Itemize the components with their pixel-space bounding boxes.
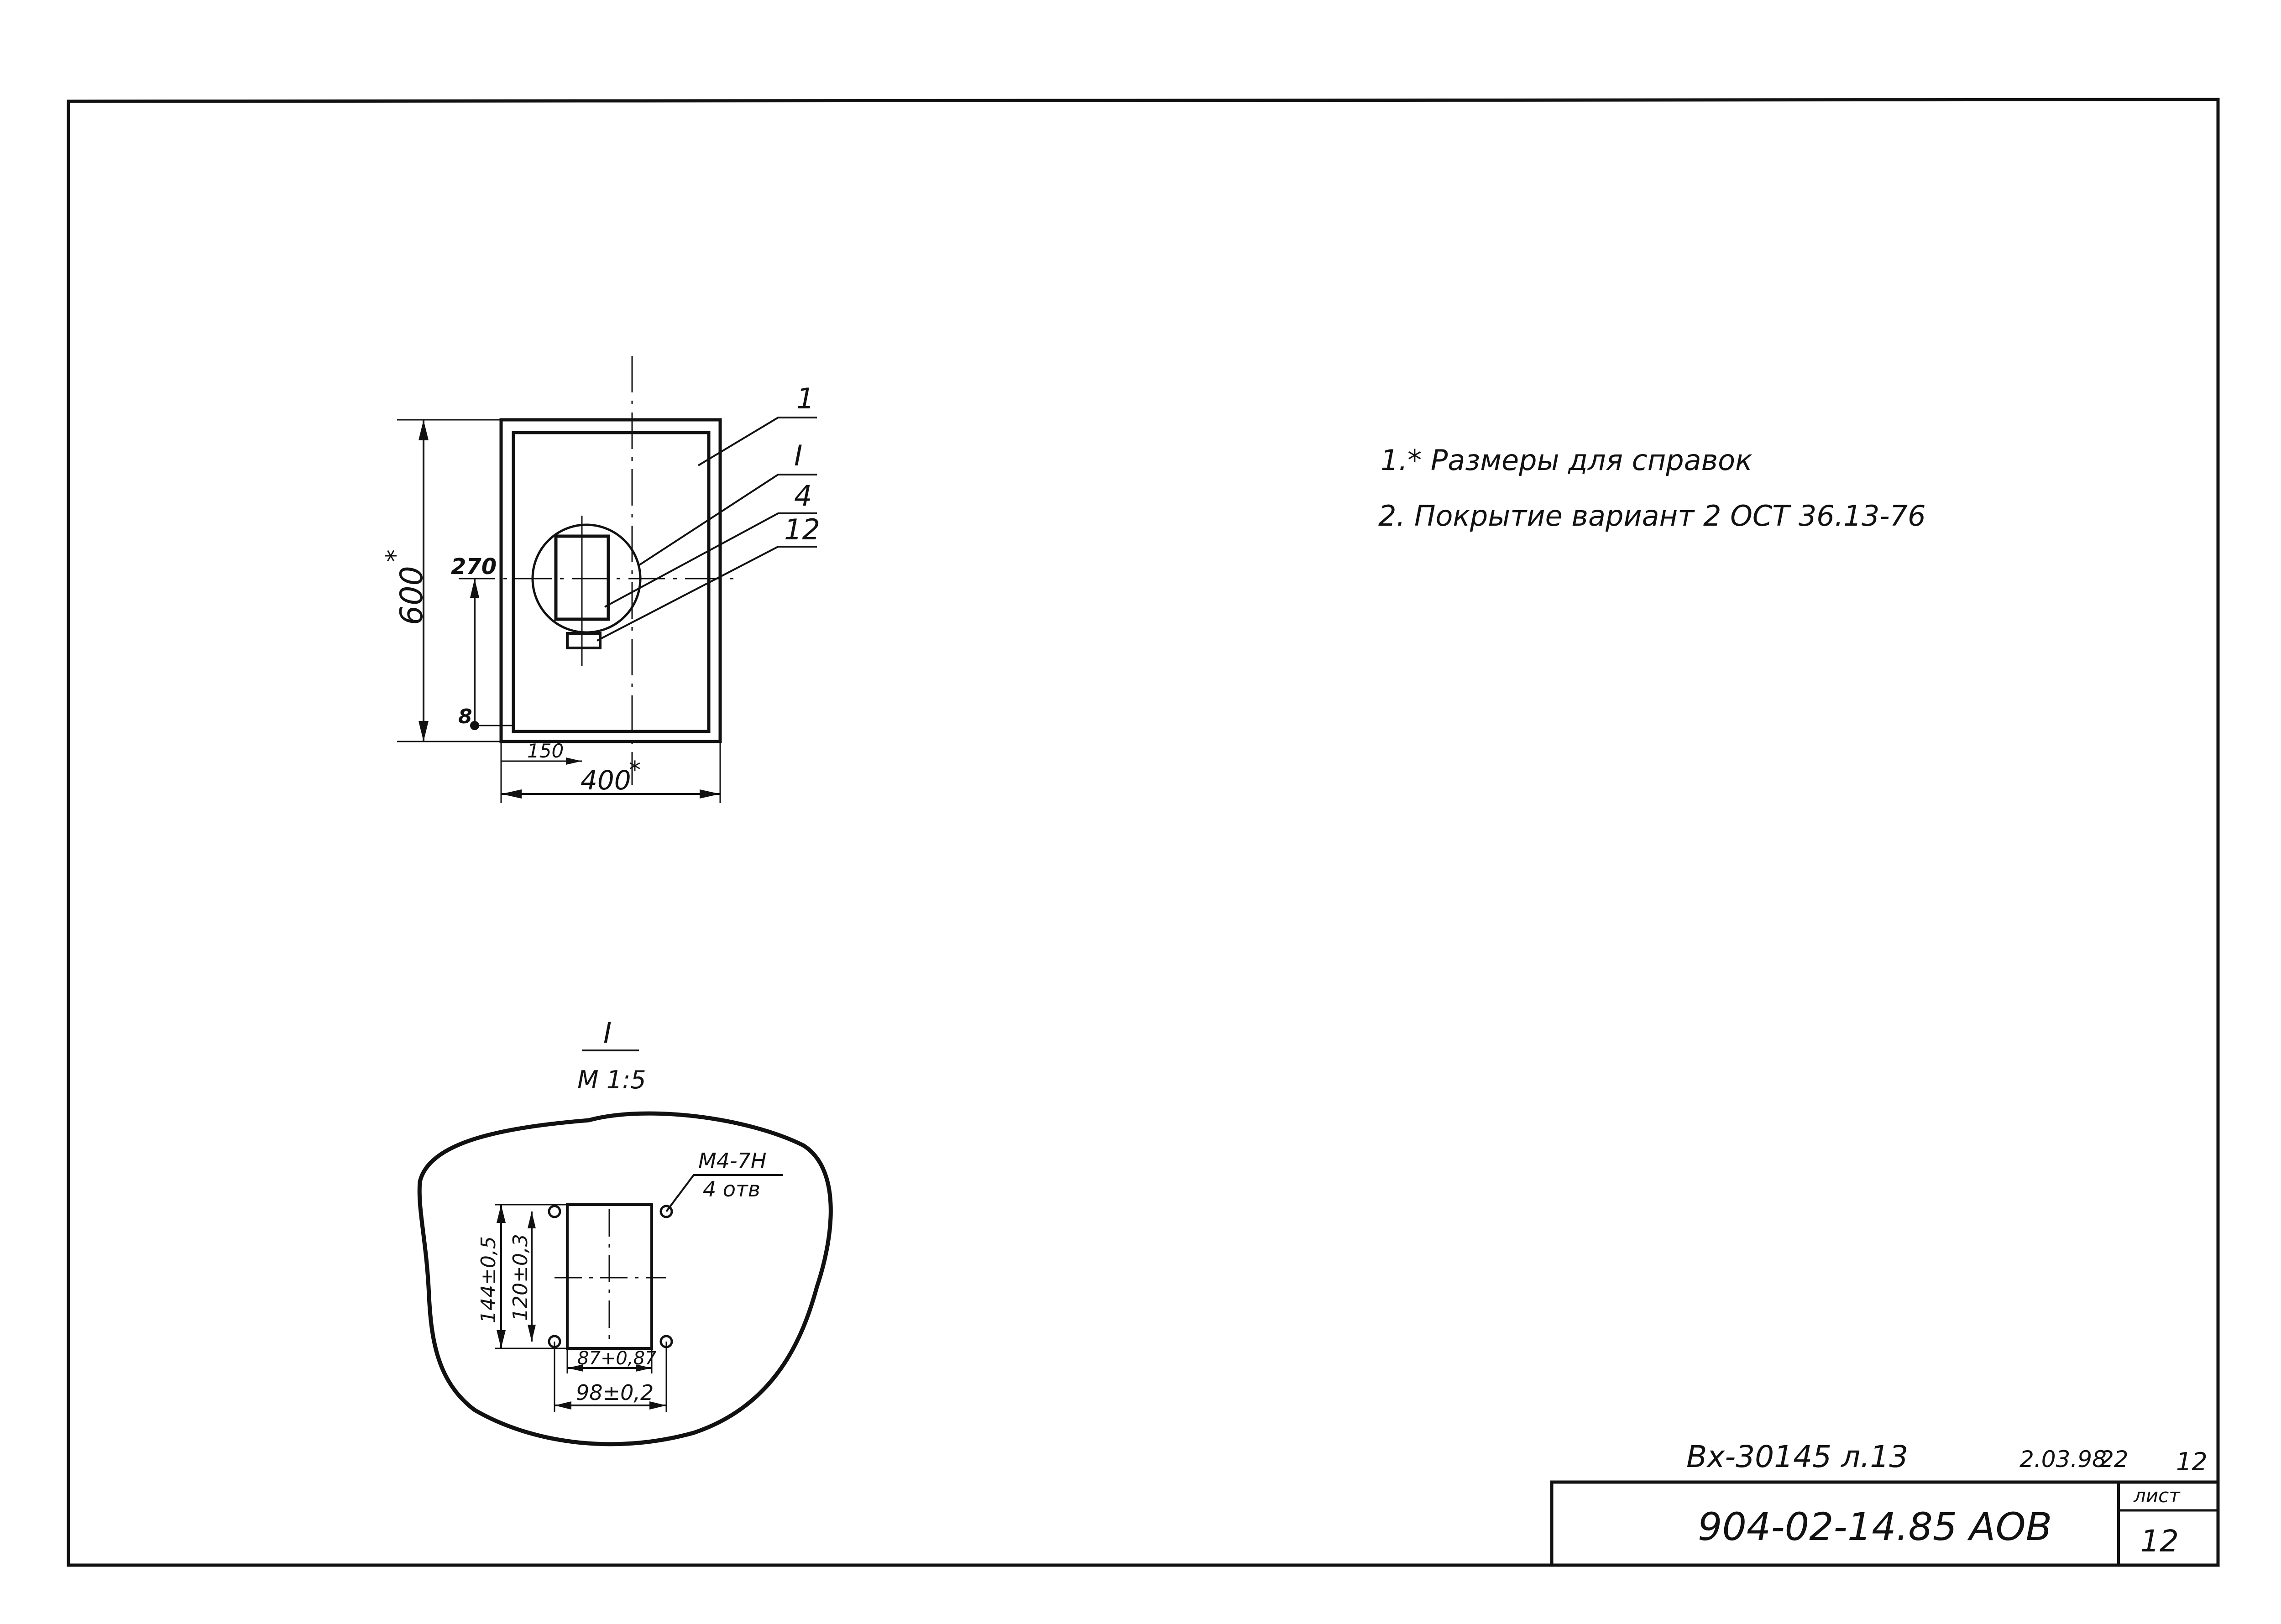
dim-width-value: 400 xyxy=(581,765,631,796)
dim-87-arrow-right xyxy=(636,1364,652,1372)
dim-120-arrow-top xyxy=(528,1211,536,1228)
sheet-label: лист xyxy=(2133,1484,2181,1507)
notes: 1.* Размеры для справок 2. Покрытие вари… xyxy=(1378,444,1926,533)
dim-120-arrow-bottom xyxy=(528,1325,536,1342)
panel-outline xyxy=(499,418,722,743)
thread-label: М4-7Н xyxy=(698,1149,766,1173)
callout-12: 12 xyxy=(784,513,820,546)
callout-4: 4 xyxy=(794,479,812,512)
date-stamp: 2.03.98 xyxy=(2019,1446,2107,1473)
dim-height-arrow-top xyxy=(419,420,429,440)
dim-144-value: 144±0,5 xyxy=(477,1236,500,1323)
detail-break-outline xyxy=(417,1111,833,1446)
note-1: 1.* Размеры для справок xyxy=(1381,444,1753,477)
dim-98-value: 98±0,2 xyxy=(576,1380,654,1405)
dim-8-dot xyxy=(470,721,479,730)
callout-1: 1 xyxy=(796,382,814,415)
date-suffix: 22 xyxy=(2099,1446,2129,1473)
leader-4 xyxy=(604,512,817,608)
component-12 xyxy=(566,632,602,649)
leader-I xyxy=(637,474,817,567)
dim-width-arrow-right xyxy=(700,789,720,799)
dim-150-value: 150 xyxy=(527,740,564,762)
mounting-hole-tl xyxy=(548,1205,561,1218)
holes-label: 4 отв xyxy=(703,1177,760,1201)
dim-87-value: 87+0,87 xyxy=(577,1348,657,1369)
leader-1 xyxy=(697,417,817,466)
dim-height-arrow-bottom xyxy=(419,721,429,742)
detail-label: I xyxy=(603,1016,612,1050)
detail-scale: М 1:5 xyxy=(577,1065,646,1094)
corner-number: 12 xyxy=(2176,1447,2208,1476)
dim-height-value: 600 xyxy=(394,566,430,625)
title-block-box xyxy=(1550,1480,2220,1567)
note-2: 2. Покрытие вариант 2 ОСТ 36.13-76 xyxy=(1378,499,1926,533)
sheet-number: 12 xyxy=(2140,1524,2179,1559)
dim-144-arrow-top xyxy=(497,1205,506,1223)
thread-leader xyxy=(665,1174,783,1212)
handwritten-ref: Вх-30145 л.13 xyxy=(1686,1439,1908,1474)
panel-inner-outline xyxy=(512,431,711,733)
dim-8-value: 8 xyxy=(458,705,472,728)
leader-12 xyxy=(596,546,817,642)
callout-I: I xyxy=(794,439,802,472)
drawing-designation: 904-02-14.85 АОВ xyxy=(1698,1504,2052,1549)
front-view: 1 I 4 12 600 * 270 8 150 400 * xyxy=(381,356,820,803)
dim-150-arrow-right xyxy=(566,757,582,765)
dim-144-arrow-bottom xyxy=(497,1330,506,1348)
dim-98-arrow-left xyxy=(555,1401,571,1410)
dim-270-arrow-top xyxy=(470,579,479,598)
dim-98-arrow-right xyxy=(649,1401,666,1410)
title-block: Вх-30145 л.13 2.03.98 22 12 904-02-14.85… xyxy=(1550,1439,2220,1567)
dim-270-value: 270 xyxy=(451,554,497,580)
dim-width-mark: * xyxy=(629,757,641,784)
dim-120-value: 120±0,3 xyxy=(509,1234,532,1321)
detail-view: I М 1:5 М4-7Н 4 отв 144±0,5 120±0,3 xyxy=(417,1016,833,1446)
dim-width-arrow-left xyxy=(501,789,522,799)
detail-cutout xyxy=(566,1203,653,1350)
dim-87-arrow-left xyxy=(567,1364,583,1372)
dim-height-mark: * xyxy=(381,549,410,562)
mounting-hole-tr xyxy=(659,1205,673,1218)
sheet-frame xyxy=(67,98,2220,1567)
